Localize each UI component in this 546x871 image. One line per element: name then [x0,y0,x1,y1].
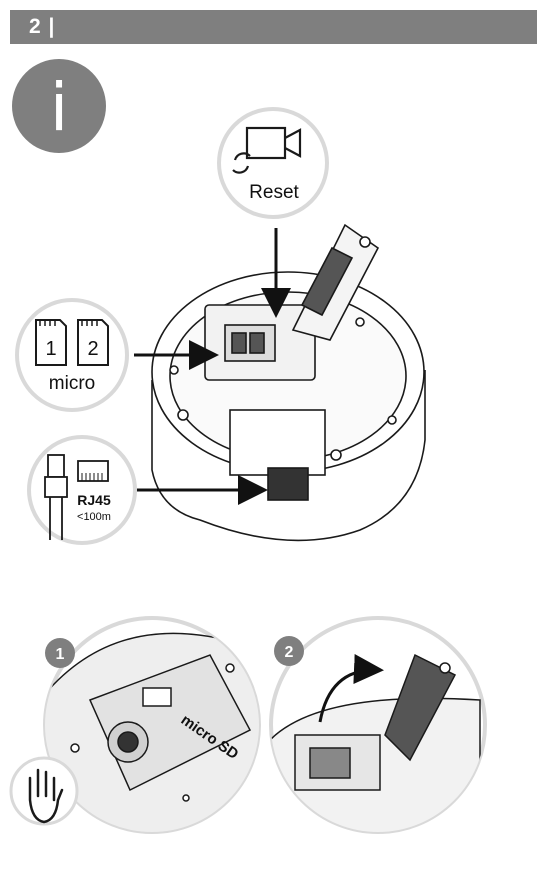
microsd-card-icon [35,319,109,366]
micro-label: micro [49,373,95,394]
sd-card-callout: 1 2 micro [15,298,129,412]
step-2-badge: 2 [285,644,294,661]
open-lid-arrow [318,654,384,723]
sd-slot-2: 2 [87,338,98,360]
reset-callout: Reset [217,107,329,219]
camera-reset-icon [232,126,302,174]
page-number: 2 | [29,15,56,38]
rj45-callout: RJ45 <100m [27,435,137,545]
info-icon: i [12,59,106,153]
ethernet-plug-icon [44,454,109,540]
step-2-panel: 2 [269,616,487,834]
step-1-badge: 1 [56,646,65,663]
sd-slot-1: 1 [45,338,56,360]
rj45-label: RJ45 [77,492,111,508]
rj45-distance: <100m [77,511,111,523]
page-header-bar: 2 | [10,10,537,44]
reset-label: Reset [249,182,299,203]
camera-open-housing [151,223,426,542]
step-1-panel: micro SD 1 [9,616,261,834]
info-glyph: i [50,69,68,146]
hand-icon [28,768,64,824]
